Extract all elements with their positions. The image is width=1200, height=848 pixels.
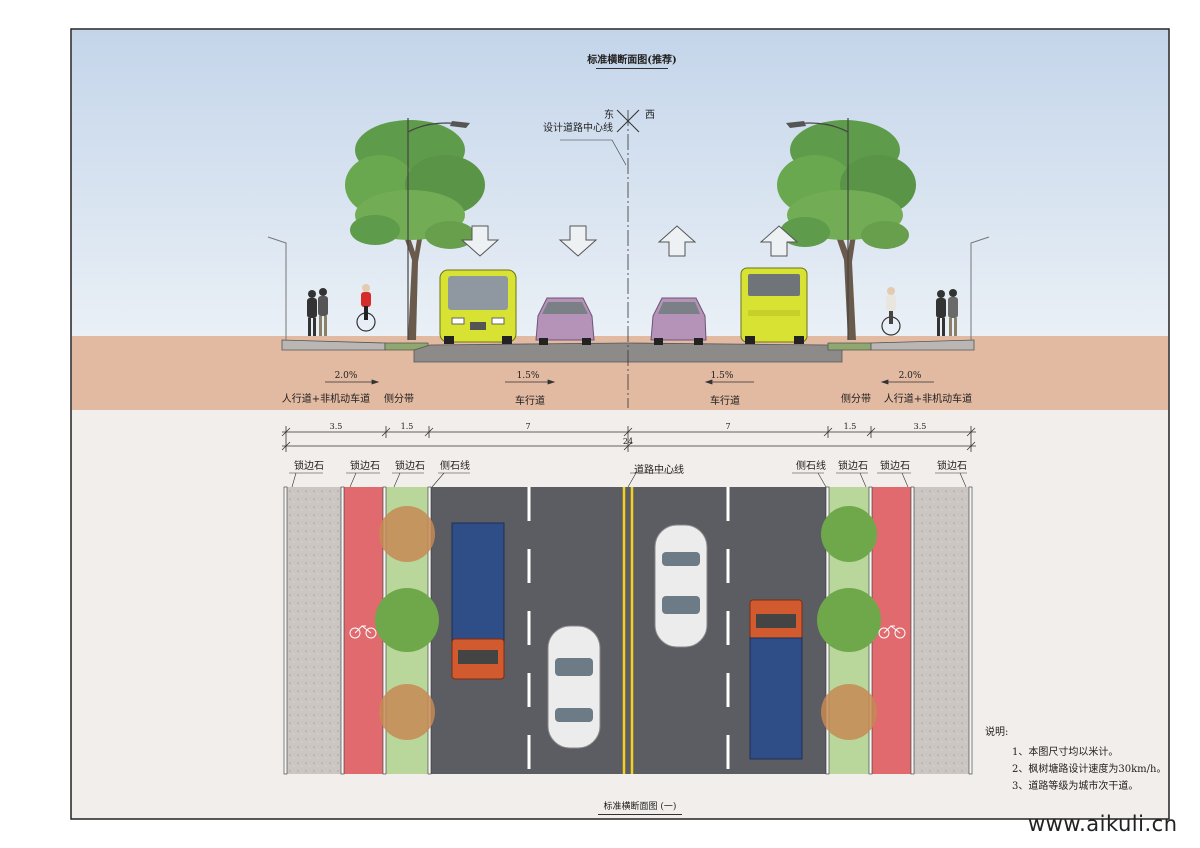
plan-label-curb-5: 锁边石 bbox=[880, 461, 910, 472]
zone-label-carriageway-right: 车行道 bbox=[710, 396, 740, 407]
title-underline bbox=[596, 68, 668, 69]
dimension-line bbox=[281, 426, 976, 452]
cross-section bbox=[72, 30, 1168, 410]
note-item-3: 3、道路等级为城市次干道。 bbox=[1012, 781, 1139, 792]
pedestrians-right bbox=[936, 289, 958, 336]
greenbelt-shrubs bbox=[375, 506, 881, 740]
plan-view bbox=[283, 472, 973, 775]
dimension-segment-1: 3.5 bbox=[329, 422, 343, 431]
car-front-left bbox=[535, 297, 595, 345]
dimension-total: 24 bbox=[622, 437, 634, 446]
drawing-title: 标准横断面图(推荐) bbox=[587, 55, 677, 66]
bicycle-symbol-left bbox=[349, 625, 377, 639]
slope-label-3: 1.5% bbox=[710, 371, 734, 381]
dimension-segment-3: 7 bbox=[525, 422, 531, 431]
slope-arrows bbox=[325, 379, 934, 385]
lane-markings bbox=[527, 487, 730, 774]
zone-label-divider-right: 侧分带 bbox=[841, 394, 871, 405]
zone-label-sidewalk-right: 人行道+非机动车道 bbox=[883, 394, 973, 405]
plan-label-curb-line-left: 侧石线 bbox=[440, 461, 470, 472]
sky-background bbox=[72, 30, 1168, 338]
bus-plan-right bbox=[749, 599, 803, 760]
tree-right bbox=[777, 120, 916, 340]
plan-label-curb-3: 锁边石 bbox=[395, 461, 425, 472]
plan-sidewalk-right bbox=[913, 487, 971, 774]
zone-label-divider-left: 侧分带 bbox=[384, 394, 414, 405]
street-lamp-right bbox=[786, 118, 849, 340]
caption-underline bbox=[598, 814, 682, 815]
car-plan-left bbox=[547, 625, 601, 749]
plan-sidewalk-left bbox=[286, 487, 343, 774]
design-centerline-label: 设计道路中心线 bbox=[543, 123, 613, 134]
bus-plan-left bbox=[451, 522, 505, 680]
slope-label-2: 1.5% bbox=[516, 371, 540, 381]
bus-rear-right bbox=[740, 267, 808, 344]
pedestrians-left bbox=[307, 288, 328, 336]
arrow-up-1 bbox=[657, 225, 697, 257]
direction-west-label: 西 bbox=[645, 110, 655, 121]
slope-label-4: 2.0% bbox=[898, 371, 922, 381]
tree-left bbox=[345, 120, 485, 340]
cyclist-right bbox=[881, 287, 901, 336]
arrow-down-1 bbox=[460, 225, 500, 257]
bicycle-symbol-right bbox=[878, 625, 906, 639]
direction-arrows bbox=[460, 225, 799, 257]
arrow-down-2 bbox=[558, 225, 598, 257]
dimension-segment-6: 3.5 bbox=[913, 422, 927, 431]
edge-pole-left bbox=[267, 236, 287, 340]
arrow-up-2 bbox=[759, 225, 799, 257]
notes-heading: 说明: bbox=[985, 727, 1009, 738]
plan-label-curb-1: 锁边石 bbox=[294, 461, 324, 472]
car-rear-right bbox=[650, 297, 707, 345]
street-lamp-left bbox=[407, 118, 470, 340]
plan-label-curb-line-right: 侧石线 bbox=[796, 461, 826, 472]
slope-label-1: 2.0% bbox=[334, 371, 358, 381]
plan-label-center-line: 道路中心线 bbox=[634, 465, 684, 476]
drawing-caption: 标准横断面图 (一) bbox=[603, 802, 677, 812]
plan-label-curb-6: 锁边石 bbox=[937, 461, 967, 472]
watermark: www.aikuli.cn bbox=[1028, 812, 1178, 836]
plan-leader-lines bbox=[289, 472, 967, 488]
note-item-1: 1、本图尺寸均以米计。 bbox=[1012, 747, 1119, 758]
dimension-segment-5: 1.5 bbox=[843, 422, 857, 431]
edge-pole-right bbox=[970, 236, 990, 340]
zone-label-sidewalk-left: 人行道+非机动车道 bbox=[281, 394, 371, 405]
road-surface-section bbox=[281, 339, 975, 363]
dimension-segment-4: 7 bbox=[725, 422, 731, 431]
bus-front-left bbox=[439, 269, 517, 344]
note-item-2: 2、枫树塘路设计速度为30km/h。 bbox=[1012, 764, 1167, 775]
plan-label-curb-2: 锁边石 bbox=[350, 461, 380, 472]
zone-label-carriageway-left: 车行道 bbox=[515, 396, 545, 407]
car-plan-right bbox=[654, 524, 708, 648]
plan-label-curb-4: 锁边石 bbox=[838, 461, 868, 472]
dimension-segment-2: 1.5 bbox=[400, 422, 414, 431]
cyclist-left bbox=[356, 284, 376, 332]
centerline-symbol bbox=[616, 109, 640, 133]
centerline-leader bbox=[560, 139, 627, 166]
direction-east-label: 东 bbox=[604, 110, 614, 121]
